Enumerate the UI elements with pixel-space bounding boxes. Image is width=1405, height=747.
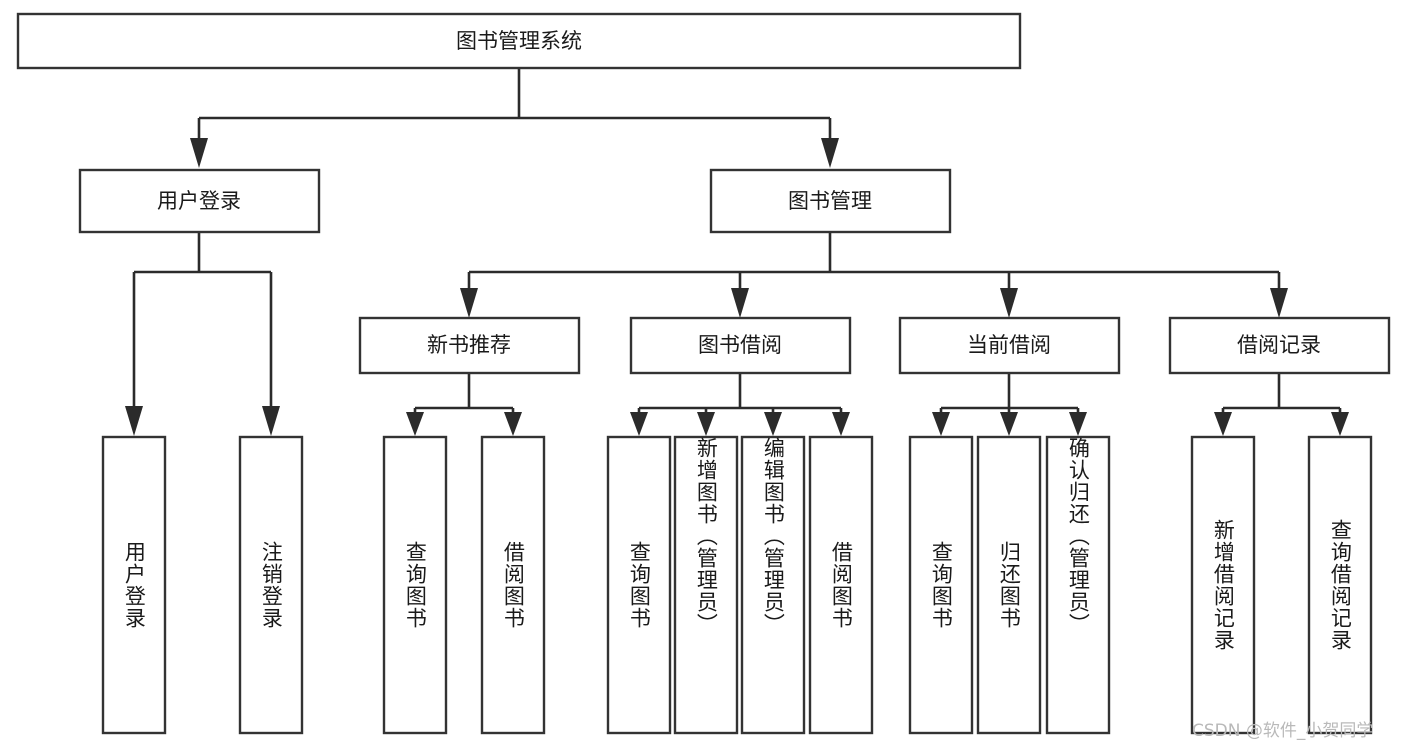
connector-layer (125, 68, 1349, 436)
node-user-login-box[interactable] (78, 168, 321, 234)
leaf-box-query-book-2[interactable] (606, 435, 672, 735)
node-book-borrow-label: 图书借阅 (698, 333, 782, 357)
leaf-box-confirm-return-admin[interactable] (1045, 435, 1111, 735)
arrow-head-currentborrow-leaf-3 (1069, 412, 1087, 436)
arrow-head-new-book (460, 288, 478, 318)
leaf-box-layer (101, 435, 1373, 735)
node-user-login[interactable]: 用户登录 (78, 168, 321, 234)
arrow-head-book-borrow (731, 288, 749, 318)
node-borrow-record[interactable]: 借阅记录 (1168, 316, 1391, 375)
node-current-borrow[interactable]: 当前借阅 (898, 316, 1121, 375)
leaf-box-query-book-3[interactable] (908, 435, 974, 735)
node-root[interactable]: 图书管理系统 (16, 12, 1022, 70)
leaf-box-edit-book-admin[interactable] (740, 435, 806, 735)
node-book-borrow-box[interactable] (629, 316, 852, 375)
leaf-box-add-borrow-record[interactable] (1190, 435, 1256, 735)
leaf-box-user-login[interactable] (101, 435, 167, 735)
node-book-management-label: 图书管理 (788, 189, 872, 213)
leaf-box-return-book[interactable] (976, 435, 1042, 735)
arrow-head-bookborrow-leaf-2 (697, 412, 715, 436)
arrow-head-newbook-leaf-2 (504, 412, 522, 436)
node-user-login-label: 用户登录 (157, 189, 241, 213)
node-current-borrow-label: 当前借阅 (967, 333, 1051, 357)
node-borrow-record-label: 借阅记录 (1237, 333, 1321, 357)
arrow-head-borrow-record (1270, 288, 1288, 318)
node-root-label: 图书管理系统 (456, 29, 582, 53)
arrow-head-currentborrow-leaf-1 (932, 412, 950, 436)
node-current-borrow-box[interactable] (898, 316, 1121, 375)
node-new-book-recommend[interactable]: 新书推荐 (358, 316, 581, 375)
arrow-head-leaf-logout (262, 406, 280, 436)
node-new-book-recommend-box[interactable] (358, 316, 581, 375)
leaf-box-query-book-1[interactable] (382, 435, 448, 735)
arrow-head-borrowrecord-leaf-2 (1331, 412, 1349, 436)
arrow-head-newbook-leaf-1 (406, 412, 424, 436)
arrow-head-book-manage (821, 138, 839, 168)
leaf-box-borrow-book-1[interactable] (480, 435, 546, 735)
arrow-head-borrowrecord-leaf-1 (1214, 412, 1232, 436)
node-root-box[interactable] (16, 12, 1022, 70)
leaf-box-add-book-admin[interactable] (673, 435, 739, 735)
arrow-head-leaf-user-login (125, 406, 143, 436)
node-book-management[interactable]: 图书管理 (709, 168, 952, 234)
leaf-box-query-borrow-record[interactable] (1307, 435, 1373, 735)
node-book-borrow[interactable]: 图书借阅 (629, 316, 852, 375)
arrow-head-bookborrow-leaf-3 (764, 412, 782, 436)
node-borrow-record-box[interactable] (1168, 316, 1391, 375)
arrow-head-currentborrow-leaf-2 (1000, 412, 1018, 436)
node-book-management-box[interactable] (709, 168, 952, 234)
arrow-head-bookborrow-leaf-4 (832, 412, 850, 436)
leaf-box-borrow-book-2[interactable] (808, 435, 874, 735)
node-new-book-recommend-label: 新书推荐 (427, 333, 511, 357)
arrow-head-bookborrow-leaf-1 (630, 412, 648, 436)
arrow-head-current-borrow (1000, 288, 1018, 318)
arrow-head-user-login (190, 138, 208, 168)
leaf-box-logout[interactable] (238, 435, 304, 735)
